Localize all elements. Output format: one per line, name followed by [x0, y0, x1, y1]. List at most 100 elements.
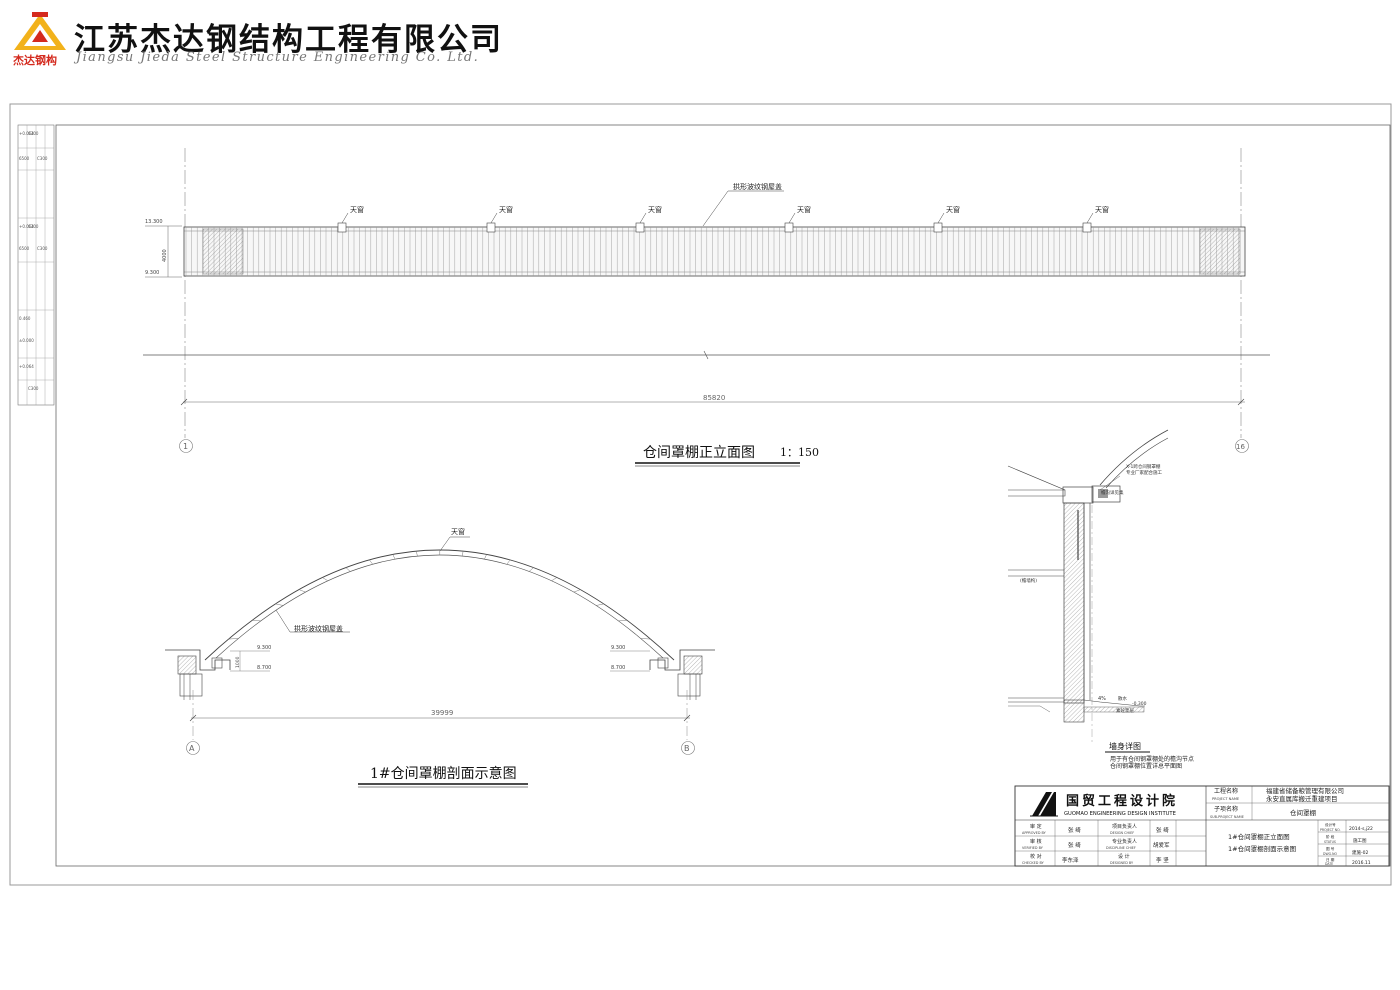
skylight-box — [635, 222, 645, 233]
skylight-leader — [788, 212, 796, 224]
elevation-length-dim: 85820 — [703, 394, 725, 402]
section-axis-right: B — [684, 744, 690, 753]
skylight-box — [1082, 222, 1092, 233]
verify-label-en: VERIFIED BY — [1022, 846, 1044, 850]
elevation-height-dim: 4000 — [162, 249, 168, 262]
designer-name: 李 坚 — [1156, 856, 1169, 864]
section-level-a-right: 9.300 — [611, 645, 625, 651]
arch-rib-line — [484, 554, 487, 560]
dwg-no: 建施-02 — [1352, 849, 1368, 856]
wall-detail-title: 墙身详图 — [1109, 741, 1141, 751]
wall-label-ground: 素砼垫层 — [1116, 707, 1134, 714]
dwg-no-label: 图 号 — [1326, 846, 1335, 851]
skylight-label: 天窗 — [648, 205, 662, 214]
project-label: 工程名称 — [1214, 787, 1238, 795]
check-label: 校 对 — [1030, 853, 1042, 860]
approve-name: 张 绮 — [1068, 826, 1081, 834]
wall-label-gutter: 檐沟详见集 — [1101, 489, 1124, 496]
design-chief-label-en: DESIGN CHIEF — [1110, 831, 1134, 835]
discipline-chief-name: 胡爱军 — [1153, 841, 1170, 849]
institute-name-en: GUOMAO ENGINEERING DESIGN INSTITUTE — [1064, 811, 1176, 817]
arch-rib-line — [461, 551, 464, 557]
elevation-roof-label: 拱形波纹钢屋盖 — [733, 182, 782, 191]
arch-rib-line — [506, 559, 511, 565]
arch-ribs — [228, 550, 651, 640]
section-roof-label: 拱形波纹钢屋盖 — [294, 624, 343, 633]
section-height-dim: 1000 — [235, 656, 241, 668]
company-name-en: Jiangsu Jieda Steel Structure Engineerin… — [76, 50, 480, 65]
left-support — [165, 649, 231, 700]
wall-detail-drawing: X-1跨仓间钢罩棚 专业厂家配合施工 檐沟详见集 (檐墙构) 4% 散水 -0.… — [1007, 429, 1194, 770]
check-name: 李东泽 — [1062, 856, 1079, 864]
strip-label: C300 — [28, 386, 39, 391]
status-value: 施工图 — [1353, 837, 1367, 844]
skylight-box — [486, 222, 496, 233]
elevation-axis-start: 1 — [183, 442, 188, 451]
skylight-label: 天窗 — [499, 205, 513, 214]
skylight-box — [784, 222, 794, 233]
designer-label: 设 计 — [1118, 853, 1130, 860]
arch-rib-line — [551, 577, 558, 582]
institute-logo-icon — [1030, 792, 1058, 817]
verify-label: 审 核 — [1030, 838, 1042, 845]
skylight-leader — [490, 212, 498, 224]
right-support — [649, 649, 715, 700]
left-sheet-strip: +0.064 C300 6500 C300 +0.064 C300 6500 C… — [17, 124, 55, 406]
roof-ribs — [185, 227, 1240, 276]
dwg-no-label-en: DWG.NO — [1323, 852, 1337, 856]
elevation-title: 仓间罩棚正立面图 — [643, 445, 755, 461]
elevation-level-bottom: 9.300 — [145, 270, 159, 276]
strip-label: +0.064 — [19, 131, 34, 136]
section-span-dim: 39999 — [431, 709, 453, 717]
arch-rib-line — [251, 620, 261, 622]
section-axis-left: A — [189, 744, 195, 753]
approve-label: 审 定 — [1030, 823, 1042, 830]
skylight-box — [933, 222, 943, 233]
wall-label-scatter: 散水 — [1118, 695, 1127, 702]
project-no-label-en: PROJECT NO. — [1320, 828, 1341, 832]
company-name-cn: 江苏杰达钢结构工程有限公司 — [74, 22, 503, 58]
strip-label: 6500 — [19, 156, 30, 161]
title-block: 国贸工程设计院 GUOMAO ENGINEERING DESIGN INSTIT… — [1014, 785, 1390, 867]
arch-rib-line — [416, 551, 418, 557]
arch-rib-line — [298, 589, 306, 593]
skylight-leader — [937, 212, 945, 224]
logo-caption: 杰达钢构 — [13, 54, 57, 67]
elevation-scale: 1：150 — [780, 446, 819, 459]
arch-rib-line — [573, 589, 581, 593]
strip-label: C300 — [28, 224, 39, 229]
strip-label: C300 — [37, 246, 48, 251]
wall-label-side: (檐墙构) — [1020, 577, 1037, 584]
skylight-label: 天窗 — [1095, 205, 1109, 214]
arch-rib-line — [369, 559, 373, 565]
approve-label-en: APPROVED BY — [1022, 831, 1047, 835]
strip-label: +0.064 — [19, 224, 34, 229]
sub-project-name: 仓间罩棚 — [1290, 808, 1317, 817]
strip-label: ±0.000 — [19, 338, 34, 343]
skylight-label: 天窗 — [946, 205, 960, 214]
elevation-axis-end: 16 — [1236, 443, 1245, 451]
design-chief-name: 张 绮 — [1156, 826, 1169, 834]
wall-label-roof-2: 专业厂家配合施工 — [1126, 469, 1162, 476]
sub-project-label: 子项名称 — [1214, 805, 1238, 813]
drawing-title-2: 1#仓间罩棚剖面示意图 — [1228, 844, 1296, 853]
company-logo — [10, 10, 70, 54]
wall-label-slope: 4% — [1098, 696, 1106, 702]
wall-label-roof: X-1跨仓间钢罩棚 — [1126, 463, 1161, 470]
arch-rib-line — [392, 554, 396, 560]
section-skylight-label: 天窗 — [451, 527, 465, 536]
sub-project-label-en: SUB-PROJECT NAME — [1210, 815, 1244, 819]
section-level-b-left: 8.700 — [257, 665, 271, 671]
arch-rib-line — [618, 620, 628, 622]
arch-rib-line — [275, 603, 284, 606]
arch-rib-line — [228, 638, 239, 640]
section-drawing: 天窗 拱形波纹钢屋盖 9.300 8.700 1000 — [165, 527, 715, 788]
project-no: 2014-s,j22 — [1349, 826, 1373, 832]
skylight-leader — [639, 212, 647, 224]
project-name-2: 永安直属库搬迁重建项目 — [1266, 794, 1338, 803]
project-no-label: 设计号 — [1325, 822, 1336, 827]
discipline-chief-label: 专业负责人 — [1112, 838, 1137, 845]
arch-rib-line — [596, 603, 604, 606]
skylight-markers: 天窗天窗天窗天窗天窗天窗 — [337, 205, 1109, 233]
